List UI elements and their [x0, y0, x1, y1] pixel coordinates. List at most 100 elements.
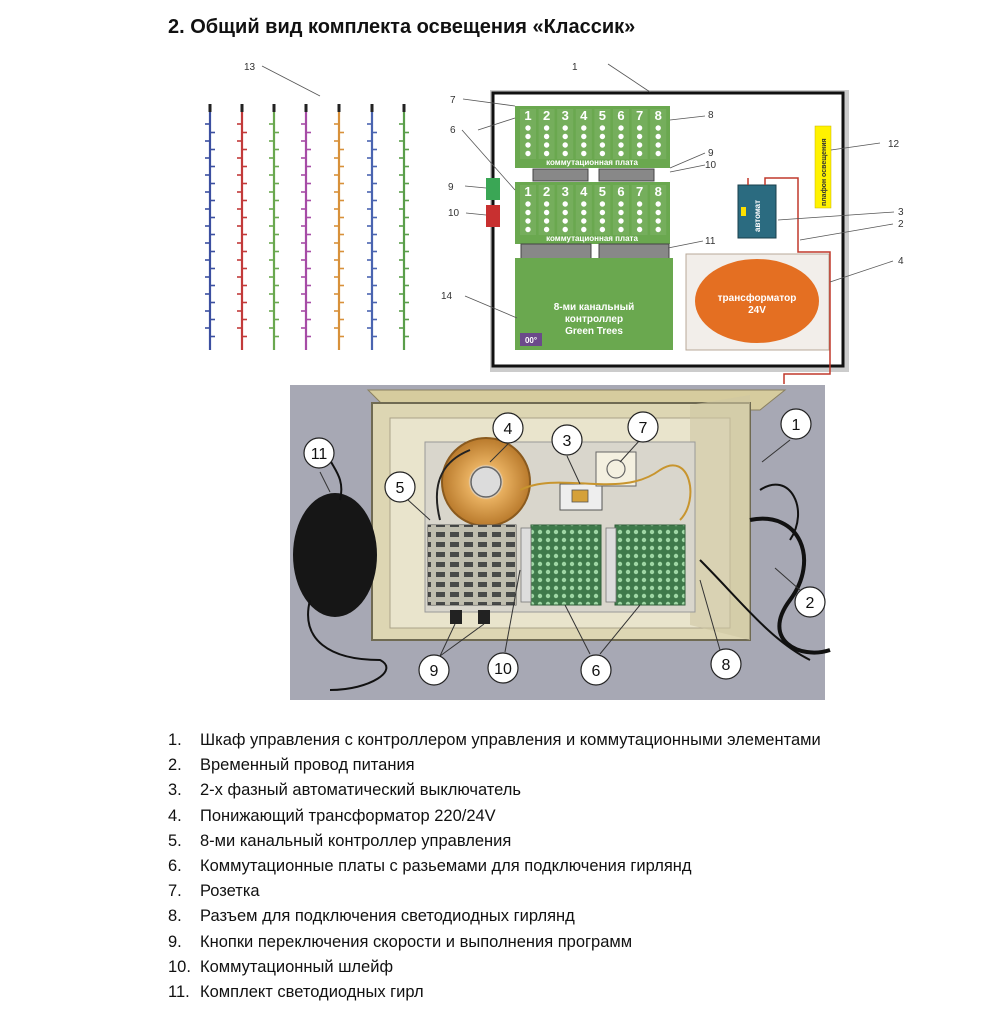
legend-text: Комплект светодиодных гирл	[200, 983, 424, 1002]
callout-2: 2	[898, 219, 904, 230]
channel-cell: 2	[538, 184, 555, 235]
legend-item: 10. Коммутационный шлейф	[168, 955, 821, 980]
lamp-label: плафон освещения	[821, 138, 828, 206]
legend-list: 1.Шкаф управления с контроллером управле…	[168, 728, 821, 1005]
legend-number: 8.	[168, 907, 182, 926]
legend-text: Шкаф управления с контроллером управлени…	[200, 731, 821, 749]
legend-text: Коммутационные платы с разьемами для под…	[200, 857, 692, 876]
channel-number: 5	[599, 108, 606, 123]
callout-3: 3	[898, 207, 904, 218]
switch-board-bottom	[515, 182, 670, 244]
legend-item: 8. Разъем для подключения светодиодных ги…	[168, 904, 821, 929]
channel-number: 1	[524, 108, 531, 123]
breaker-label: автомат	[753, 200, 762, 232]
legend-text: 2-х фазный автоматический выключатель	[200, 781, 522, 800]
callout-13: 13	[244, 62, 256, 73]
channel-cell: 7	[631, 108, 648, 159]
legend-item: 4.Понижающий трансформатор 220/24V	[168, 804, 821, 829]
legend-item: 3. 2-х фазный автоматический выключатель	[168, 778, 821, 803]
photo-callout-9: 9	[418, 654, 450, 686]
photo-callout-1: 1	[780, 408, 812, 440]
legend-text: Розетка	[200, 882, 260, 901]
channel-cell: 4	[575, 184, 592, 235]
controller-line-1: 8-ми канальный	[554, 302, 635, 313]
callout-10: 10	[448, 208, 460, 219]
channel-cell: 4	[575, 108, 592, 159]
photo-callout-number: 11	[311, 446, 328, 463]
legend-item: 6. Коммутационные платы с разьемами для п…	[168, 854, 821, 879]
callout-9: 9	[448, 182, 454, 193]
lamp	[814, 125, 832, 209]
legend-number: 5.	[168, 831, 182, 850]
button-10-red	[486, 205, 500, 227]
button-9-green	[486, 178, 500, 200]
channel-number: 6	[617, 184, 624, 199]
photo-callout-3: 3	[551, 424, 583, 456]
transformer-line-2: 24V	[748, 305, 766, 316]
channel-cell: 8	[650, 108, 667, 159]
legend-text: Коммутационный шлейф	[200, 957, 394, 976]
channel-cell: 8	[650, 184, 667, 235]
channel-cell: 1	[520, 184, 536, 235]
legend-number: 6.	[168, 857, 182, 876]
channel-number: 4	[580, 108, 588, 123]
callout-6: 6	[450, 125, 456, 136]
channel-number: 3	[562, 184, 569, 199]
callout-line-13	[261, 65, 321, 97]
board-bottom-label: коммутационная плата	[546, 234, 638, 243]
photo-callout-number: 9	[430, 663, 439, 680]
photo-callout-6: 6	[580, 654, 612, 686]
legend-number: 9.	[168, 932, 182, 951]
garland-6	[367, 104, 377, 350]
channel-cell: 7	[631, 184, 648, 235]
channel-cell: 5	[594, 184, 611, 235]
controller-badge	[520, 333, 542, 346]
legend-number: 7.	[168, 882, 182, 901]
channel-cell: 6	[613, 108, 629, 159]
garland-2	[237, 104, 247, 350]
garland-4	[301, 104, 311, 350]
channel-number: 8	[655, 108, 662, 123]
board-top-label: коммутационная плата	[546, 158, 638, 167]
garland-1	[205, 104, 215, 350]
legend-number: 3.	[168, 781, 182, 800]
transformer	[695, 259, 819, 343]
channel-number: 8	[655, 184, 662, 199]
callout-12: 12	[888, 139, 900, 150]
photo-callout-number: 8	[722, 657, 731, 674]
legend-number: 10.	[168, 957, 191, 976]
legend-number: 2.	[168, 756, 182, 775]
controller-badge-text: 00°	[525, 336, 537, 345]
channel-number: 7	[636, 184, 643, 199]
photo-callout-4: 4	[492, 412, 524, 444]
garland-7	[399, 104, 409, 350]
legend-text: Кнопки переключения скорости и выполнени…	[200, 932, 633, 951]
legend-item: 7. Розетка	[168, 879, 821, 904]
garland-5	[334, 104, 344, 350]
controller-line-3: Green Trees	[565, 326, 623, 337]
legend-item: 5. 8-ми канальный контроллер управления	[168, 829, 821, 854]
photo-callout-2: 2	[794, 586, 826, 618]
legend-text: 8-ми канальный контроллер управления	[200, 831, 512, 850]
callout-10-board: 10	[705, 160, 717, 171]
legend-item: 9. Кнопки переключения скорости и выполне…	[168, 930, 821, 955]
callout-4: 4	[898, 256, 904, 267]
channel-number: 2	[543, 184, 550, 199]
photo-callout-number: 3	[563, 433, 572, 450]
channel-number: 4	[580, 184, 588, 199]
channel-cell: 6	[613, 184, 629, 235]
channel-number: 6	[617, 108, 624, 123]
callout-7: 7	[450, 95, 456, 106]
legend-item: 11. Комплект светодиодных гирл	[168, 980, 821, 1005]
callout-8: 8	[708, 110, 714, 121]
scheme-callouts: 1 7 6 8 9 10 9 10 11 14 12 3 2 4	[441, 62, 904, 319]
legend-text: Разъем для подключения светодиодных гирл…	[200, 907, 575, 926]
channel-number: 7	[636, 108, 643, 123]
photo-callout-11: 11	[303, 437, 335, 469]
page-title: 2. Общий вид комплекта освещения «Класси…	[168, 16, 636, 38]
legend-number: 11.	[168, 983, 190, 1002]
channel-cell: 1	[520, 108, 536, 159]
